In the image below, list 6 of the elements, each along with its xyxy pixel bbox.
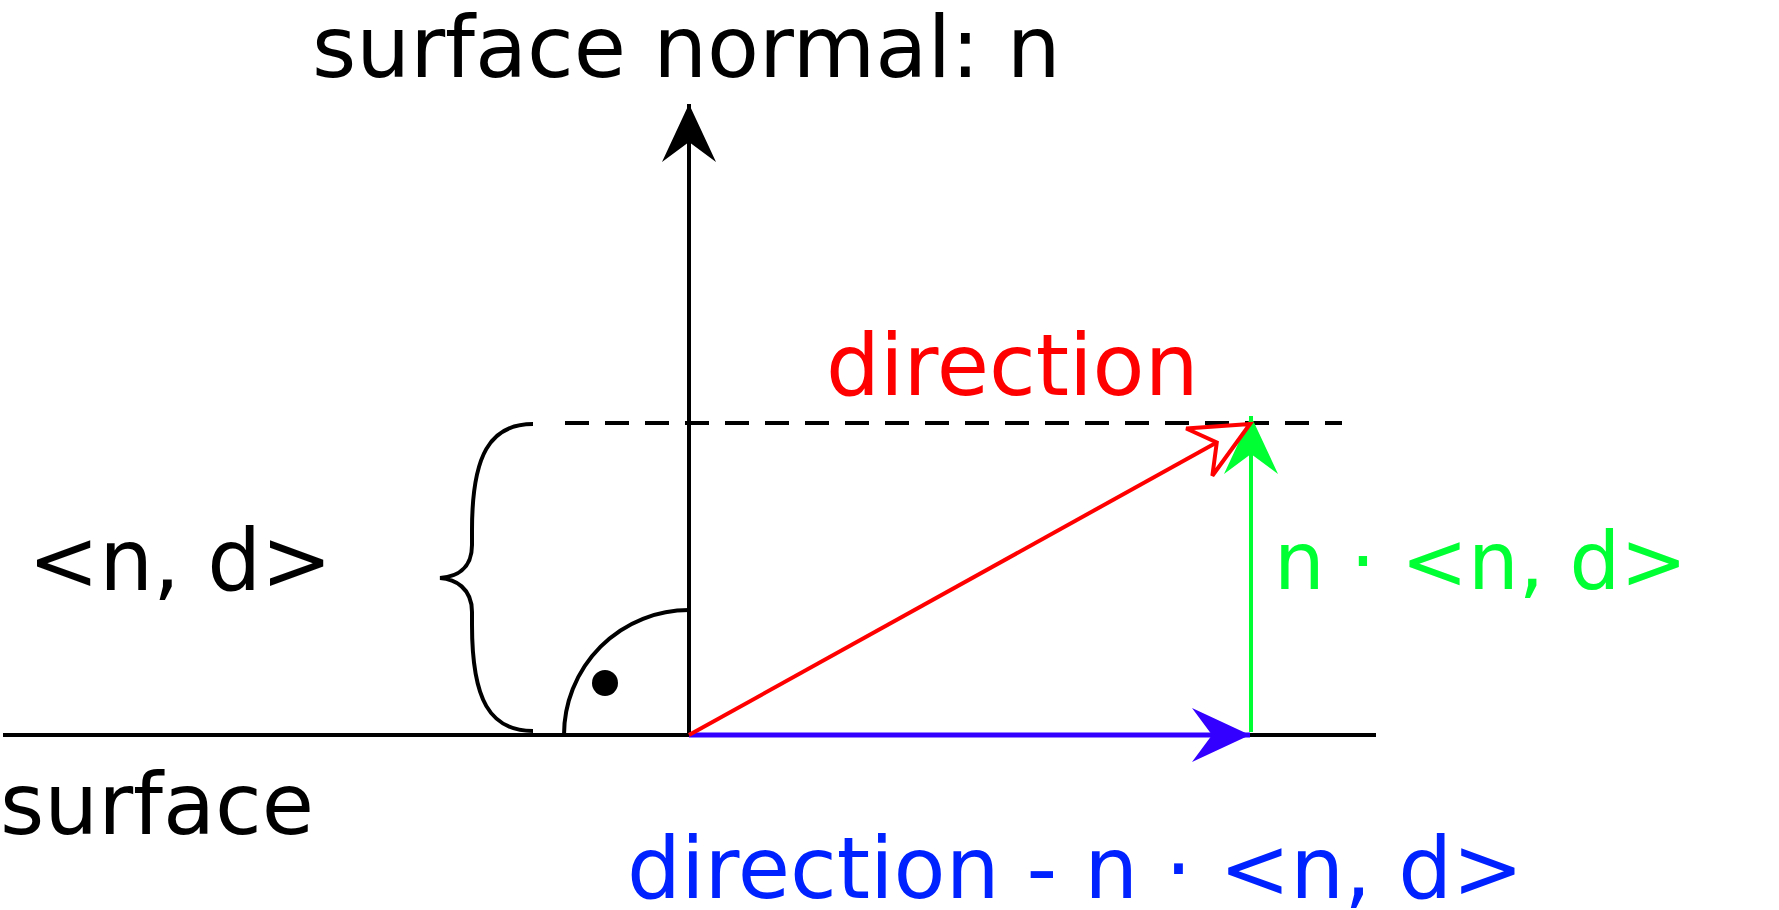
title: surface normal: n [312, 5, 1061, 91]
vector-label: direction [826, 323, 1199, 409]
vector-label: n · <n, d> [1274, 522, 1688, 603]
vector-label: direction - n · <n, d> [627, 826, 1524, 910]
dot-product-label: <n, d> [28, 518, 333, 604]
surface-label: surface [0, 762, 315, 848]
